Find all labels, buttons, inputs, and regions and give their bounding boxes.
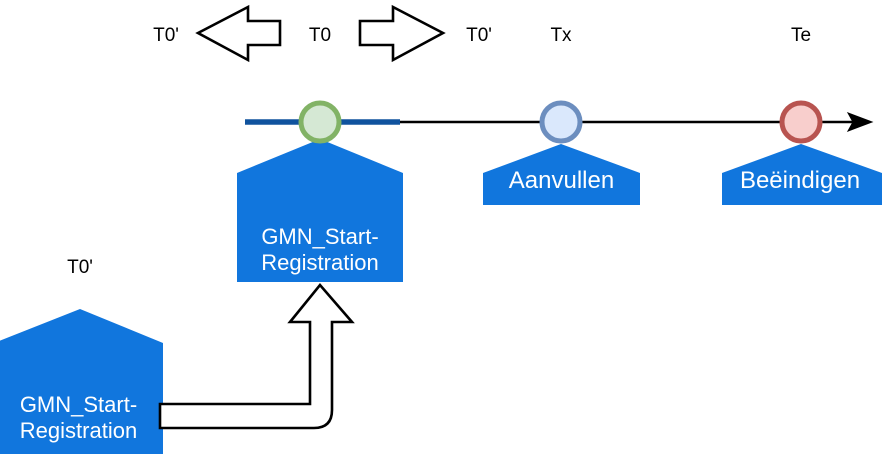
label-t0-prime-right: T0'	[466, 25, 492, 46]
beeindigen-shape[interactable]	[722, 144, 882, 205]
timeline-arrowhead-icon	[846, 112, 874, 132]
arrow-backward-icon	[195, 4, 282, 63]
label-t0: T0	[308, 25, 332, 46]
label-te: Te	[790, 25, 812, 46]
start-milestone-circle[interactable]	[298, 100, 342, 144]
aanvullen-shape[interactable]	[483, 144, 640, 205]
label-tx: Tx	[550, 25, 572, 46]
gmn-start-registration-main-shape[interactable]	[237, 139, 403, 282]
label-t0-prime-left: T0'	[153, 25, 179, 46]
gmn-start-registration-revision-shape[interactable]	[0, 309, 163, 454]
label-t0-prime-bottom: T0'	[67, 257, 93, 278]
supplement-milestone-circle[interactable]	[539, 100, 583, 144]
end-milestone-circle[interactable]	[779, 100, 823, 144]
arrow-forward-icon	[358, 4, 446, 63]
revision-to-start-connector-arrow	[158, 282, 355, 430]
